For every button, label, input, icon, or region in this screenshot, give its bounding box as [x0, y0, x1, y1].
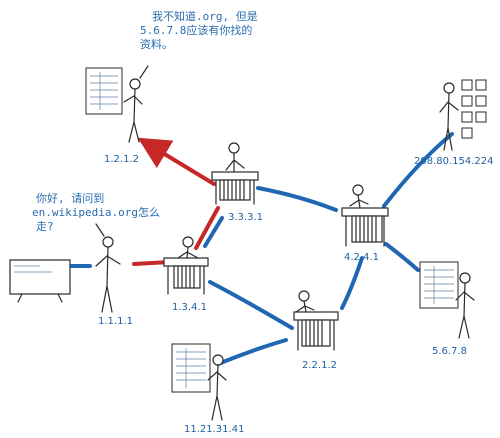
link-1341-2212 — [208, 280, 294, 330]
speech-bubble-left: 你好, 请问到 en.wikipedia.org怎么 走? — [32, 191, 160, 233]
desk-icon — [163, 257, 209, 295]
desk-icon — [293, 311, 339, 351]
records-sheet-icon — [85, 67, 123, 115]
link-3331-4241 — [256, 186, 338, 212]
node-1-1-1-1 — [9, 223, 121, 313]
speech-top-line-2: 5.6.7.8应该有你找的 — [140, 23, 252, 37]
person-icon — [225, 142, 245, 173]
label-2-2-1-2: 2.2.1.2 — [302, 360, 337, 371]
route-1341-3331 — [194, 206, 220, 250]
person-icon — [177, 236, 199, 259]
connection-lines — [70, 132, 454, 366]
person-icon — [207, 354, 227, 421]
node-3-3-3-1 — [211, 142, 259, 205]
label-1-3-4-1: 1.3.4.1 — [172, 302, 207, 313]
node-5-6-7-8 — [419, 261, 475, 339]
person-icon — [439, 82, 459, 151]
speech-top-line-1: 我不知道.org, 但是 — [152, 9, 258, 23]
desk-icon — [211, 171, 259, 205]
node-4-2-4-1 — [341, 184, 389, 247]
person-icon — [455, 272, 475, 339]
label-208-80-154-224: 208.80.154.224 — [414, 156, 494, 167]
node-11-21-31-41 — [171, 343, 227, 421]
speech-left-line-2: en.wikipedia.org怎么 — [32, 205, 160, 219]
person-icon — [349, 184, 369, 209]
label-3-3-3-1: 3.3.3.1 — [228, 212, 263, 223]
node-1-3-4-1 — [163, 236, 209, 295]
person-icon — [123, 78, 143, 143]
speech-top-line-3: 资料。 — [140, 37, 173, 51]
route-3331-1212 — [137, 137, 216, 186]
speech-bubble-top: 我不知道.org, 但是 5.6.7.8应该有你找的 资料。 — [140, 9, 258, 51]
link-4241-5678 — [384, 242, 420, 272]
person-icon — [295, 290, 315, 313]
desk-icon — [341, 207, 389, 247]
label-5-6-7-8: 5.6.7.8 — [432, 346, 467, 357]
speech-left-line-3: 走? — [36, 220, 54, 233]
records-sheet-icon — [419, 261, 459, 309]
link-2212-11213141 — [216, 338, 288, 366]
speech-tail-icon — [95, 223, 105, 237]
person-icon — [95, 236, 121, 313]
label-4-2-4-1: 4.2.4.1 — [344, 252, 379, 263]
label-1-1-1-1: 1.1.1.1 — [98, 316, 133, 327]
link-4241-208 — [382, 132, 454, 208]
link-3331-1341-blue — [203, 216, 224, 248]
label-1-2-1-2: 1.2.1.2 — [104, 154, 139, 165]
link-4241-2212 — [340, 256, 364, 310]
node-2-2-1-2 — [293, 290, 339, 351]
speech-left-line-1: 你好, 请问到 — [36, 191, 104, 205]
sticky-notes-icon — [461, 79, 487, 139]
node-208-80-154-224 — [439, 79, 487, 151]
node-1-2-1-2 — [85, 65, 149, 143]
speech-tail-icon — [139, 65, 149, 79]
records-sheet-icon — [171, 343, 211, 393]
monitor-icon — [9, 259, 71, 303]
label-11-21-31-41: 11.21.31.41 — [184, 424, 244, 435]
node-labels: 1.2.1.2 3.3.3.1 1.1.1.1 1.3.4.1 4.2.4.1 … — [98, 154, 494, 435]
